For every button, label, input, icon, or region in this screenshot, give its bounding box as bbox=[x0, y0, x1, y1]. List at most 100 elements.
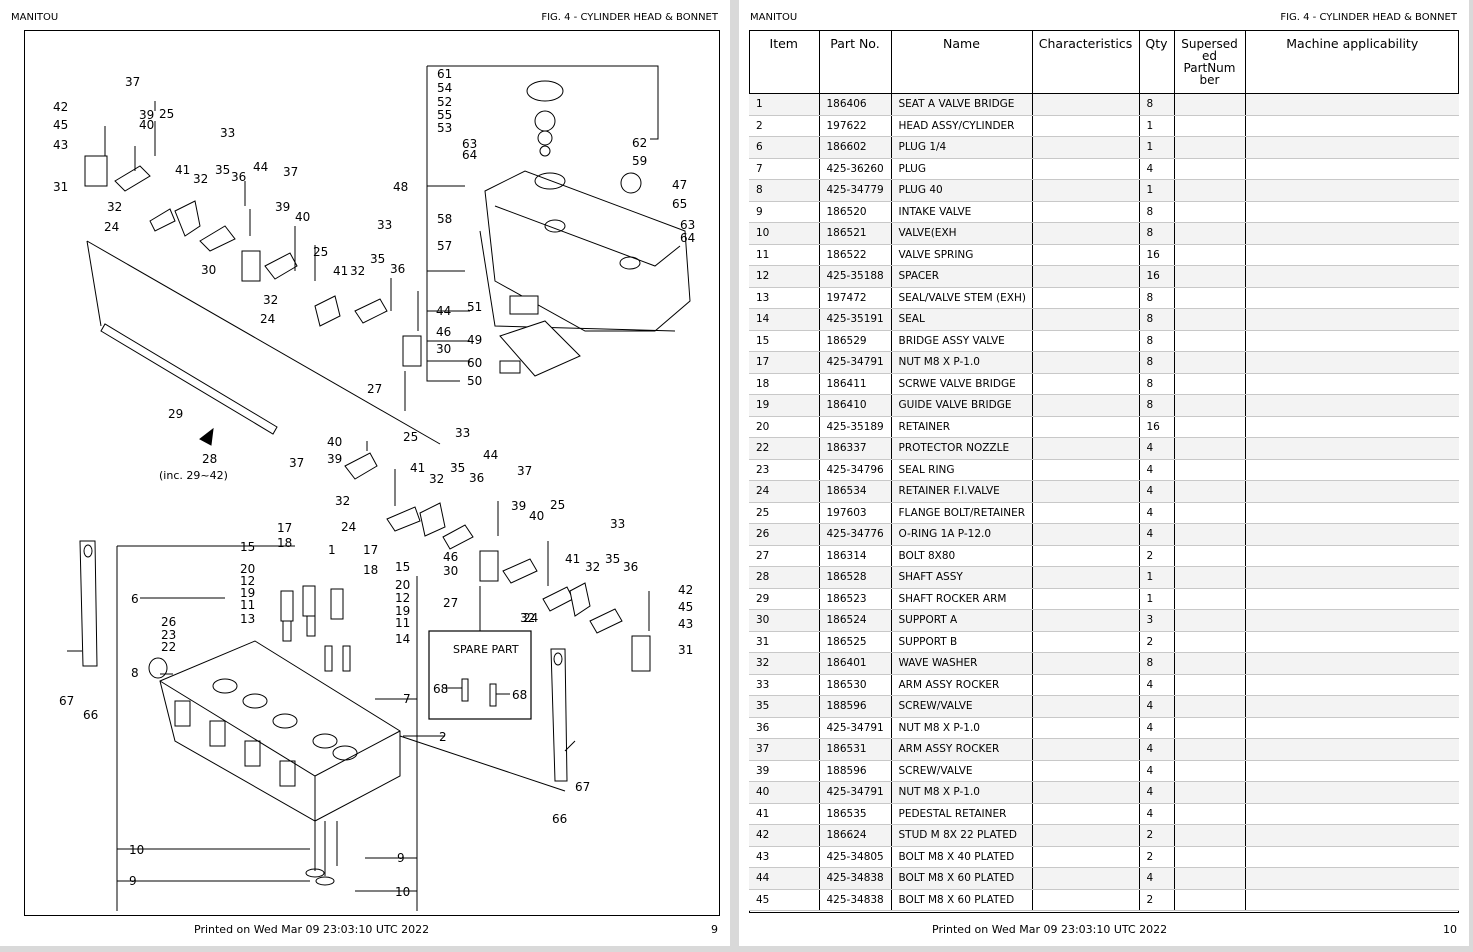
cell-part-no: 186534 bbox=[818, 480, 891, 503]
svg-text:57: 57 bbox=[437, 239, 452, 253]
svg-text:10: 10 bbox=[129, 843, 144, 857]
cell-characteristics bbox=[1031, 738, 1139, 761]
svg-text:39: 39 bbox=[275, 200, 290, 214]
cell-name: SUPPORT A bbox=[890, 609, 1032, 632]
cell-name: BOLT M8 X 40 PLATED bbox=[890, 846, 1032, 868]
cell-applicability bbox=[1244, 330, 1459, 352]
cell-name: GUIDE VALVE BRIDGE bbox=[890, 394, 1032, 417]
cell-superseded bbox=[1173, 201, 1245, 223]
cell-item: 28 bbox=[749, 566, 819, 589]
cell-characteristics bbox=[1031, 115, 1139, 137]
svg-text:63: 63 bbox=[680, 218, 695, 232]
cell-applicability bbox=[1244, 609, 1459, 632]
cell-item: 29 bbox=[749, 588, 819, 610]
cell-part-no: 186314 bbox=[818, 545, 891, 567]
cell-characteristics bbox=[1031, 867, 1139, 890]
svg-text:46: 46 bbox=[443, 550, 458, 564]
cell-part-no: 425-34776 bbox=[818, 523, 891, 546]
cell-superseded bbox=[1173, 480, 1245, 503]
cell-name: SEAL/VALVE STEM (EXH) bbox=[890, 287, 1032, 309]
cell-item: 10 bbox=[749, 222, 819, 245]
cell-superseded bbox=[1173, 244, 1245, 266]
cell-part-no: 425-36260 bbox=[818, 158, 891, 180]
cell-superseded bbox=[1173, 631, 1245, 653]
cell-name: VALVE(EXH bbox=[890, 222, 1032, 245]
cell-item: 44 bbox=[749, 867, 819, 890]
cell-qty: 4 bbox=[1138, 760, 1174, 782]
cell-applicability bbox=[1244, 373, 1459, 395]
svg-text:2: 2 bbox=[439, 730, 447, 744]
svg-text:68: 68 bbox=[433, 682, 448, 696]
cell-name: FLANGE BOLT/RETAINER bbox=[890, 502, 1032, 524]
cell-characteristics bbox=[1031, 330, 1139, 352]
svg-text:53: 53 bbox=[437, 121, 452, 135]
cell-part-no: 186624 bbox=[818, 824, 891, 847]
cell-characteristics bbox=[1031, 416, 1139, 438]
parts-table: Item Part No. Name Characteristics Qty S… bbox=[749, 30, 1459, 911]
svg-text:31: 31 bbox=[53, 180, 68, 194]
cell-part-no: 186528 bbox=[818, 566, 891, 589]
cell-superseded bbox=[1173, 222, 1245, 245]
svg-text:25: 25 bbox=[550, 498, 565, 512]
spare-part-box bbox=[428, 630, 532, 720]
cell-characteristics bbox=[1031, 760, 1139, 782]
cell-characteristics bbox=[1031, 889, 1139, 911]
cell-superseded bbox=[1173, 437, 1245, 460]
svg-text:25: 25 bbox=[313, 245, 328, 259]
cell-part-no: 186337 bbox=[818, 437, 891, 460]
cell-applicability bbox=[1244, 179, 1459, 202]
svg-text:36: 36 bbox=[390, 262, 405, 276]
cell-name: VALVE SPRING bbox=[890, 244, 1032, 266]
cell-applicability bbox=[1244, 545, 1459, 567]
svg-text:24: 24 bbox=[341, 520, 356, 534]
cell-characteristics bbox=[1031, 244, 1139, 266]
cell-characteristics bbox=[1031, 351, 1139, 374]
cell-superseded bbox=[1173, 459, 1245, 481]
cell-item: 14 bbox=[749, 308, 819, 331]
cell-qty: 3 bbox=[1138, 609, 1174, 632]
svg-text:17: 17 bbox=[277, 521, 292, 535]
brand-label: MANITOU bbox=[750, 12, 798, 23]
cell-superseded bbox=[1173, 308, 1245, 331]
cell-part-no: 425-34838 bbox=[818, 867, 891, 890]
cell-part-no: 186535 bbox=[818, 803, 891, 825]
cell-qty: 8 bbox=[1138, 394, 1174, 417]
cell-applicability bbox=[1244, 437, 1459, 460]
svg-text:37: 37 bbox=[283, 165, 298, 179]
cell-qty: 8 bbox=[1138, 222, 1174, 245]
svg-text:50: 50 bbox=[467, 374, 482, 388]
cell-applicability bbox=[1244, 502, 1459, 524]
cell-name: PLUG bbox=[890, 158, 1032, 180]
cell-name: NUT M8 X P-1.0 bbox=[890, 351, 1032, 374]
cell-qty: 8 bbox=[1138, 652, 1174, 675]
cell-qty: 8 bbox=[1138, 93, 1174, 116]
svg-text:62: 62 bbox=[632, 136, 647, 150]
cell-item: 30 bbox=[749, 609, 819, 632]
cell-name: ARM ASSY ROCKER bbox=[890, 738, 1032, 761]
cell-applicability bbox=[1244, 287, 1459, 309]
page-number: 9 bbox=[711, 923, 718, 936]
cell-applicability bbox=[1244, 824, 1459, 847]
cell-qty: 1 bbox=[1138, 115, 1174, 137]
cell-characteristics bbox=[1031, 609, 1139, 632]
cell-part-no: 197472 bbox=[818, 287, 891, 309]
cell-applicability bbox=[1244, 244, 1459, 266]
cell-part-no: 186406 bbox=[818, 93, 891, 116]
cell-qty: 8 bbox=[1138, 287, 1174, 309]
cell-name: NUT M8 X P-1.0 bbox=[890, 781, 1032, 804]
svg-text:35: 35 bbox=[215, 163, 230, 177]
svg-text:33: 33 bbox=[377, 218, 392, 232]
cell-applicability bbox=[1244, 631, 1459, 653]
